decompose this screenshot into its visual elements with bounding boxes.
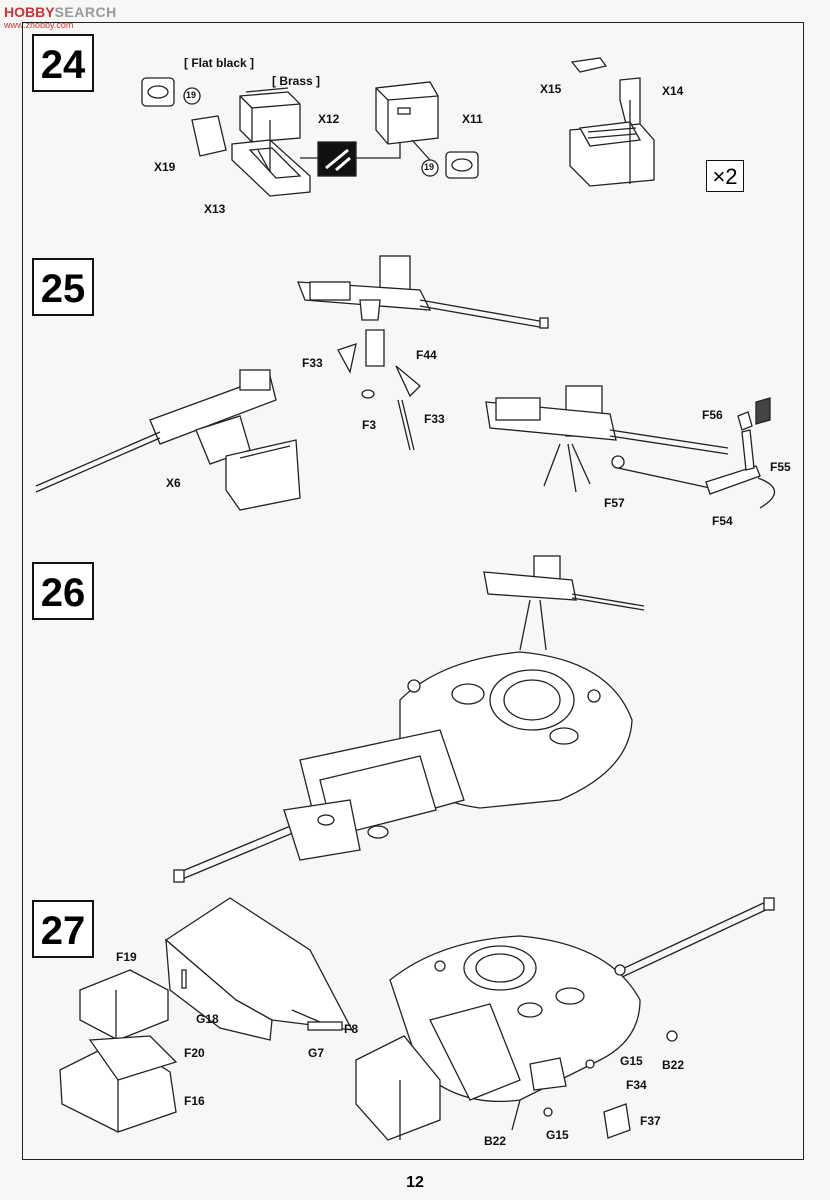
callout-f19: F19	[116, 950, 137, 964]
watermark-search: SEARCH	[54, 4, 117, 20]
callout-f44: F44	[416, 348, 437, 362]
page-number: 12	[406, 1174, 424, 1191]
callout-g15-left: G15	[546, 1128, 569, 1142]
watermark-brand: HOBBY	[4, 4, 55, 20]
callout-f16: F16	[184, 1094, 205, 1108]
step24-ammo-box-assembled	[569, 57, 655, 187]
watermark-domain: www.zhobby.com	[4, 20, 74, 30]
callout-x6: X6	[166, 476, 181, 490]
callout-f33-right: F33	[424, 412, 445, 426]
callout-x14: X14	[662, 84, 684, 98]
callout-f20: F20	[184, 1046, 205, 1060]
step25-machine-gun-left	[35, 369, 301, 511]
page-frame	[22, 22, 804, 1160]
step24-ammo-box-right	[375, 81, 479, 179]
step26-turret-assembly	[173, 555, 645, 883]
step-25-box: 25	[32, 258, 94, 316]
paint-flat-black: [ Flat black ]	[184, 56, 255, 70]
step25-machine-gun-top	[297, 255, 549, 451]
callout-g18: G18	[196, 1012, 219, 1026]
callout-x11: X11	[462, 112, 483, 126]
callout-g15-right: G15	[620, 1054, 643, 1068]
callout-g7: G7	[308, 1046, 325, 1060]
watermark-logo: HOBBYSEARCH www.zhobby.com	[4, 4, 117, 30]
step24-ammo-box-left	[141, 77, 311, 197]
decal-19-left: 19	[186, 90, 197, 100]
callout-f34: F34	[626, 1078, 647, 1092]
callout-x13: X13	[204, 202, 226, 216]
step-26-box: 26	[32, 562, 94, 620]
callout-x15: X15	[540, 82, 562, 96]
step27-side-boxes	[59, 897, 354, 1133]
callout-f33-left: F33	[302, 356, 323, 370]
callout-f8: F8	[344, 1022, 359, 1036]
step25-machine-gun-right	[485, 385, 776, 509]
decal-19-right: 19	[424, 162, 435, 172]
callout-f56: F56	[702, 408, 723, 422]
callout-f54: F54	[712, 514, 733, 528]
paint-brass: [ Brass ]	[272, 74, 321, 88]
step-27-box: 27	[32, 900, 94, 958]
callout-x12: X12	[318, 112, 340, 126]
callout-f55: F55	[770, 460, 791, 474]
callout-b22-left: B22	[484, 1134, 507, 1148]
callout-f37: F37	[640, 1114, 661, 1128]
callout-b22-right: B22	[662, 1058, 685, 1072]
callout-f3: F3	[362, 418, 377, 432]
callout-x19: X19	[154, 160, 176, 174]
callout-f57: F57	[604, 496, 625, 510]
quantity-multiplier: ×2	[706, 160, 744, 192]
step27-turret-final	[355, 897, 775, 1141]
step-24-box: 24	[32, 34, 94, 92]
